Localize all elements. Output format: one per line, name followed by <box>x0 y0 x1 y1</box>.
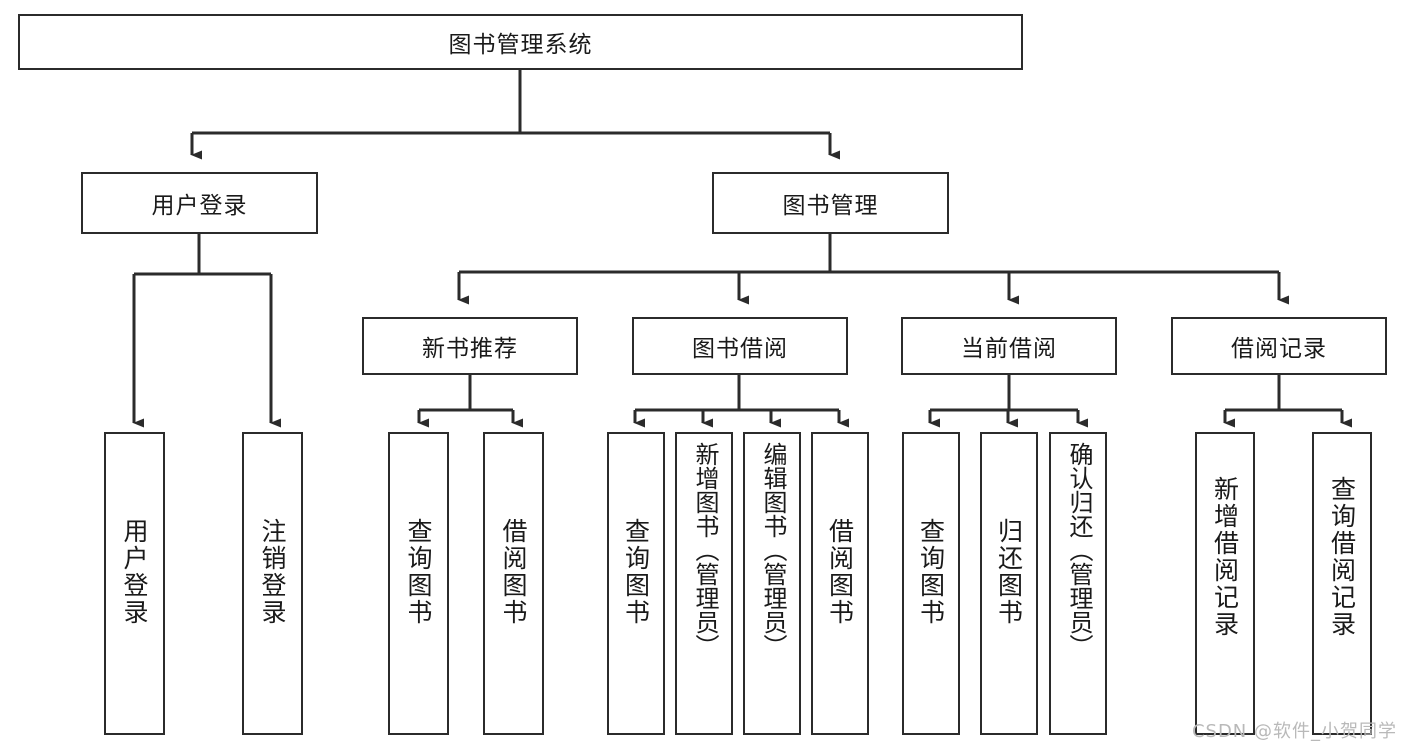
leaf-label: 用户登录 <box>120 518 149 626</box>
leaf-label: 查询图书 <box>621 518 651 626</box>
node-current-borrow[interactable]: 当前借阅 <box>901 317 1117 375</box>
leaf-user-login-logout[interactable]: 注销登录 <box>242 432 303 735</box>
leaf-label: 借阅图书 <box>825 518 855 626</box>
leaf-label: 归还图书 <box>994 518 1024 626</box>
leaf-user-login-login[interactable]: 用户登录 <box>104 432 165 735</box>
leaf-label: 查询图书 <box>916 518 946 626</box>
leaf-label: 注销登录 <box>258 518 287 626</box>
node-label: 用户登录 <box>151 193 248 219</box>
node-book-management[interactable]: 图书管理 <box>712 172 949 234</box>
node-label: 图书管理系统 <box>448 32 593 58</box>
node-user-login[interactable]: 用户登录 <box>81 172 318 234</box>
leaf-book-borrow-edit[interactable]: 编辑图书（管理员） <box>743 432 801 735</box>
leaf-new-book-query[interactable]: 查询图书 <box>388 432 449 735</box>
leaf-current-borrow-confirm[interactable]: 确认归还（管理员） <box>1049 432 1107 735</box>
node-new-book-recommend[interactable]: 新书推荐 <box>362 317 578 375</box>
node-label: 图书借阅 <box>692 336 788 362</box>
leaf-borrow-record-add[interactable]: 新增借阅记录 <box>1195 432 1255 735</box>
leaf-label: 借阅图书 <box>499 518 528 626</box>
leaf-label: 编辑图书（管理员） <box>758 442 787 658</box>
leaf-label: 查询借阅记录 <box>1327 476 1357 638</box>
node-book-borrow[interactable]: 图书借阅 <box>632 317 848 375</box>
leaf-label: 查询图书 <box>404 518 433 626</box>
leaf-new-book-borrow[interactable]: 借阅图书 <box>483 432 544 735</box>
leaf-label: 新增借阅记录 <box>1210 476 1240 638</box>
leaf-book-borrow-lend[interactable]: 借阅图书 <box>811 432 869 735</box>
node-label: 借阅记录 <box>1231 336 1327 362</box>
leaf-current-borrow-return[interactable]: 归还图书 <box>980 432 1038 735</box>
leaf-label: 确认归还（管理员） <box>1064 442 1093 658</box>
node-borrow-record[interactable]: 借阅记录 <box>1171 317 1387 375</box>
node-root-system[interactable]: 图书管理系统 <box>18 14 1023 70</box>
node-label: 当前借阅 <box>961 336 1057 362</box>
leaf-book-borrow-query[interactable]: 查询图书 <box>607 432 665 735</box>
leaf-label: 新增图书（管理员） <box>690 442 719 658</box>
leaf-book-borrow-add[interactable]: 新增图书（管理员） <box>675 432 733 735</box>
node-label: 新书推荐 <box>422 336 518 362</box>
node-label: 图书管理 <box>782 193 879 219</box>
leaf-borrow-record-query[interactable]: 查询借阅记录 <box>1312 432 1372 735</box>
leaf-current-borrow-query[interactable]: 查询图书 <box>902 432 960 735</box>
